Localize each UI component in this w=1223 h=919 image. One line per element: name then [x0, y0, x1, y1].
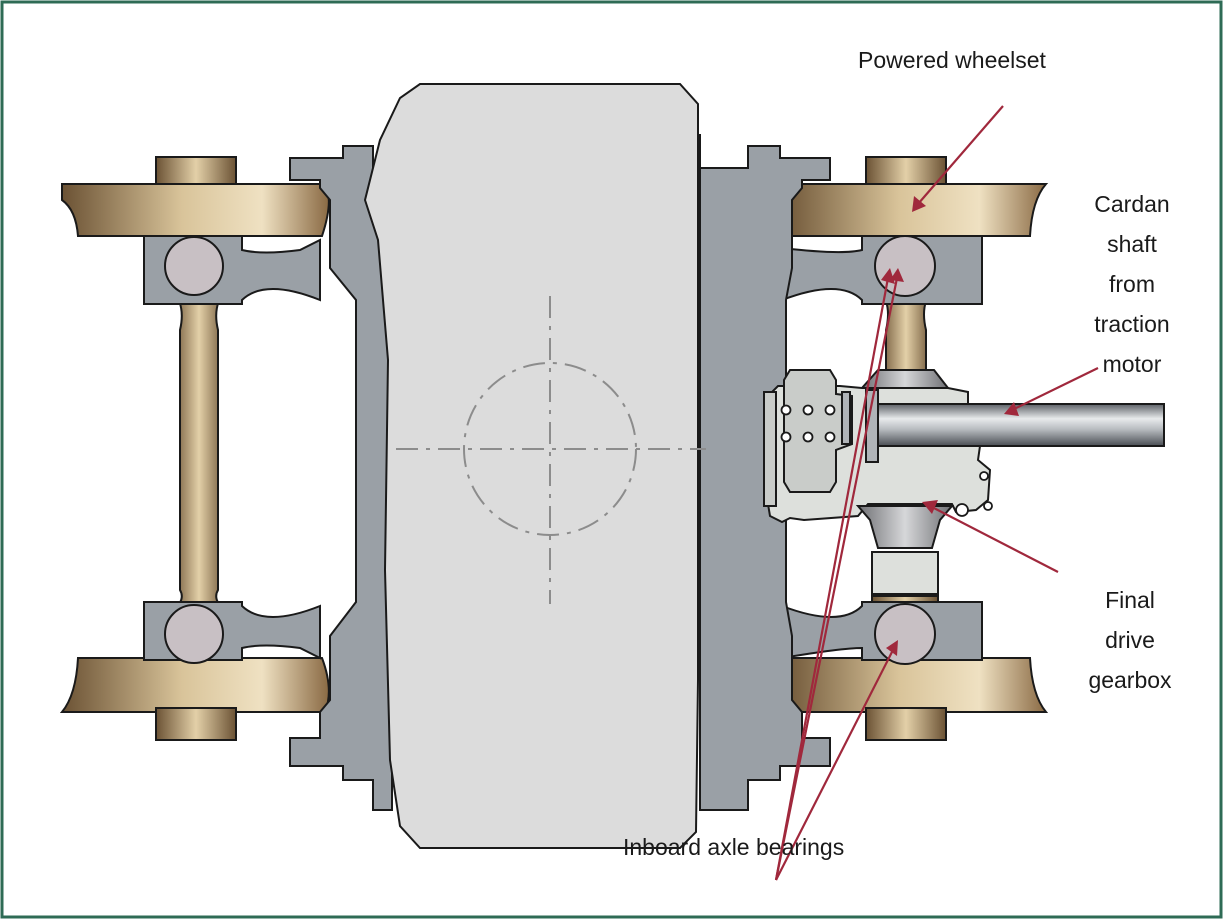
right-bottom-wheel-hub [865, 707, 947, 741]
bolt [824, 404, 836, 416]
bolt [780, 431, 792, 443]
gearbox-bolts [780, 404, 993, 517]
right-top-bearing [874, 235, 936, 297]
bolt [979, 471, 989, 481]
label-line: Cardan [1094, 191, 1169, 217]
bolt [802, 404, 814, 416]
label-line: motor [1103, 351, 1162, 377]
arrowhead [922, 500, 938, 514]
left-axle [169, 289, 229, 613]
label-powered-wheelset: Powered wheelset [858, 47, 1047, 73]
label-final-drive: Final drive gearbox [1088, 587, 1172, 693]
arrowhead [1004, 402, 1019, 416]
label-line: drive [1105, 627, 1155, 653]
bolster [363, 83, 699, 849]
label-cardan-shaft: Cardan shaft from traction motor [1094, 191, 1169, 377]
label-inboard-bearings: Inboard axle bearings [623, 834, 844, 860]
bolt [824, 431, 836, 443]
leader-bearings-mid [774, 277, 890, 881]
bolt [955, 503, 969, 517]
left-top-bearing [164, 236, 224, 296]
label-line: gearbox [1088, 667, 1172, 693]
gearbox-end-cover [763, 391, 777, 507]
gearbox-lower-cone [855, 505, 955, 549]
leader-bearings-left [774, 277, 899, 881]
arrowhead [881, 268, 895, 284]
arrowhead [912, 196, 926, 212]
label-line: shaft [1107, 231, 1157, 257]
bogie-centerlines [396, 296, 706, 604]
left-bottom-bearing [164, 604, 224, 664]
leader-final-drive [929, 505, 1059, 573]
gearbox-bolt-flange [783, 369, 853, 493]
left-bottom-wheel [59, 657, 330, 713]
pivot-circle [463, 362, 637, 536]
cardan-shaft [877, 403, 1165, 447]
coupling-plate [841, 391, 851, 445]
bolt [780, 404, 792, 416]
leader-bearings-right [775, 647, 895, 881]
left-wheelset [59, 156, 330, 741]
bolt [802, 431, 814, 443]
label-line: Final [1105, 587, 1155, 613]
gearbox-lower-block [871, 551, 939, 595]
label-line: from [1109, 271, 1155, 297]
right-wheelset [778, 156, 1049, 741]
left-bottom-wheel-hub [155, 707, 237, 741]
leader-lines [774, 105, 1099, 881]
bolt [983, 501, 993, 511]
left-top-wheel [61, 183, 330, 237]
arrowhead [890, 268, 904, 282]
arrowhead [886, 640, 898, 656]
label-line: traction [1094, 311, 1169, 337]
leader-powered-wheelset [917, 105, 1004, 205]
right-bottom-bearing [874, 603, 936, 665]
leader-cardan-shaft [1011, 367, 1099, 411]
